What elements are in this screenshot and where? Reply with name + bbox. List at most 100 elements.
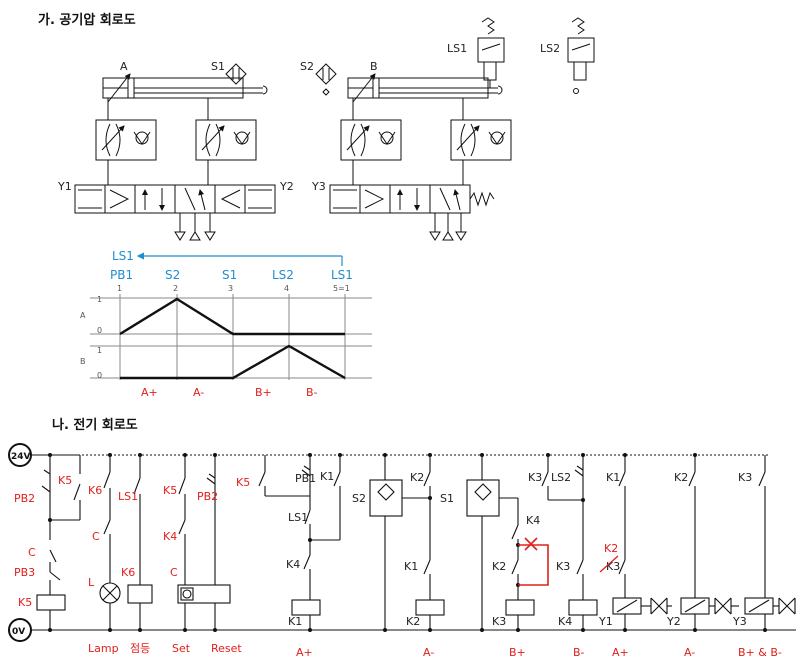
red-cross-mark	[524, 537, 538, 551]
label-k5-r: K5	[236, 476, 250, 489]
flow-control-b1	[340, 110, 402, 185]
red-strike-mark	[599, 555, 619, 573]
label-c1: C	[28, 546, 36, 559]
label-k1: K1	[320, 470, 334, 483]
flow-control-a2	[195, 110, 257, 185]
label-ls2: LS2	[551, 471, 571, 484]
valve-b	[329, 184, 495, 241]
valve-y3-label: Y3	[311, 180, 326, 193]
cylinder-a-motion-line	[119, 297, 345, 336]
ls1-label: LS1	[447, 42, 467, 55]
bottom-y3-b: B+ & B-	[738, 646, 782, 659]
step4-num: 4	[284, 284, 289, 293]
bottom-a-plus: A+	[296, 646, 313, 659]
label-k1-coil: K1	[288, 615, 302, 628]
label-y3: Y3	[732, 615, 747, 628]
bottom-a-minus: A-	[423, 646, 434, 659]
label-c2: C	[92, 530, 100, 543]
step4-sensor: LS2	[272, 268, 294, 282]
bottom-lamp: Lamp	[88, 642, 119, 655]
svg-text:1: 1	[97, 295, 102, 304]
label-k5-coil: K5	[18, 596, 32, 609]
label-k2-r: K2	[674, 471, 688, 484]
ls2-label: LS2	[540, 42, 560, 55]
label-k3-coil: K3	[492, 615, 506, 628]
label-k6: K6	[88, 484, 102, 497]
bottom-y1-a-plus: A+	[612, 646, 629, 659]
valve-a	[74, 184, 276, 241]
step2-sensor: S2	[165, 268, 180, 282]
label-c3: C	[170, 566, 178, 579]
label-k6-coil: K6	[121, 566, 135, 579]
label-k5-top: K5	[58, 474, 72, 487]
label-ls1: LS1	[118, 490, 138, 503]
step5-num: 5=1	[333, 284, 350, 293]
svg-text:0: 0	[97, 326, 102, 335]
bottom-b-minus: B-	[573, 646, 585, 659]
label-k4-coil: K4	[558, 615, 572, 628]
label-ls1-mid: LS1	[288, 511, 308, 524]
heading-pneumatic: 가. 공기압 회로도	[38, 12, 136, 28]
sensor-s2-icon	[315, 63, 337, 96]
flow-control-b2	[450, 110, 512, 185]
cylinder-a	[102, 73, 268, 110]
label-k1-r: K1	[606, 471, 620, 484]
label-k2-b: K2	[492, 560, 506, 573]
label-pb1: PB1	[295, 472, 316, 485]
label-s2: S2	[352, 492, 366, 505]
motion-a-minus: A-	[193, 386, 204, 399]
step3-num: 3	[228, 284, 233, 293]
motion-a-plus: A+	[141, 386, 158, 399]
label-l: L	[88, 576, 95, 589]
label-k2: K2	[410, 471, 424, 484]
label-k3-c: K3	[606, 560, 620, 573]
label-k3-b: K3	[556, 560, 570, 573]
sensor-s1-label: S1	[211, 60, 225, 73]
rail-0v: 0V	[12, 627, 25, 637]
label-pb2-b: PB2	[197, 490, 218, 503]
red-bypass-wire	[518, 544, 549, 586]
bottom-set: Set	[172, 642, 191, 655]
label-y1: Y1	[598, 615, 613, 628]
valve-y1-label: Y1	[57, 180, 72, 193]
motion-b-plus: B+	[255, 386, 272, 399]
cylinder-b-label: B	[370, 60, 378, 73]
label-k3-r: K3	[738, 471, 752, 484]
bottom-y2-a-minus: A-	[684, 646, 695, 659]
limit-switch-ls1-icon	[477, 17, 505, 88]
motion-b-minus: B-	[306, 386, 318, 399]
label-k4: K4	[163, 530, 177, 543]
electric-circuit: 24V 0V K5 PB2 C PB3 K5 K6 C L	[8, 443, 796, 659]
label-pb2: PB2	[14, 492, 35, 505]
label-k4-b: K4	[526, 514, 540, 527]
cylinder-a-label: A	[120, 60, 128, 73]
svg-text:0: 0	[97, 371, 102, 380]
label-k4-mid: K4	[286, 558, 300, 571]
sensor-s2-label: S2	[300, 60, 314, 73]
valve-y2-label: Y2	[279, 180, 294, 193]
step1-sensor: PB1	[110, 268, 133, 282]
bottom-b-plus: B+	[509, 646, 526, 659]
cylinder-b	[347, 73, 503, 110]
bottom-reset: Reset	[211, 642, 242, 655]
step3-sensor: S1	[222, 268, 237, 282]
bottom-lit: 점등	[130, 642, 150, 655]
svg-text:1: 1	[97, 346, 102, 355]
label-y2: Y2	[666, 615, 681, 628]
label-k5-mid: K5	[163, 484, 177, 497]
label-k2-red: K2	[604, 542, 618, 555]
label-s1: S1	[440, 492, 454, 505]
step2-num: 2	[173, 284, 178, 293]
row-a-label: A	[80, 311, 86, 320]
label-k3-top: K3	[528, 471, 542, 484]
displacement-diagram: LS1 PB1 S2 S1 LS2 LS1 1 2 3 4 5=1 1 0 A …	[80, 249, 372, 399]
step1-num: 1	[117, 284, 122, 293]
label-k2-coil: K2	[406, 615, 420, 628]
loop-arrow-label: LS1	[112, 249, 134, 263]
label-k1-b: K1	[404, 560, 418, 573]
heading-electric: 나. 전기 회로도	[52, 417, 138, 433]
cylinder-b-motion-line	[120, 344, 346, 380]
flow-control-a1	[95, 110, 157, 185]
row-b-label: B	[80, 357, 86, 366]
